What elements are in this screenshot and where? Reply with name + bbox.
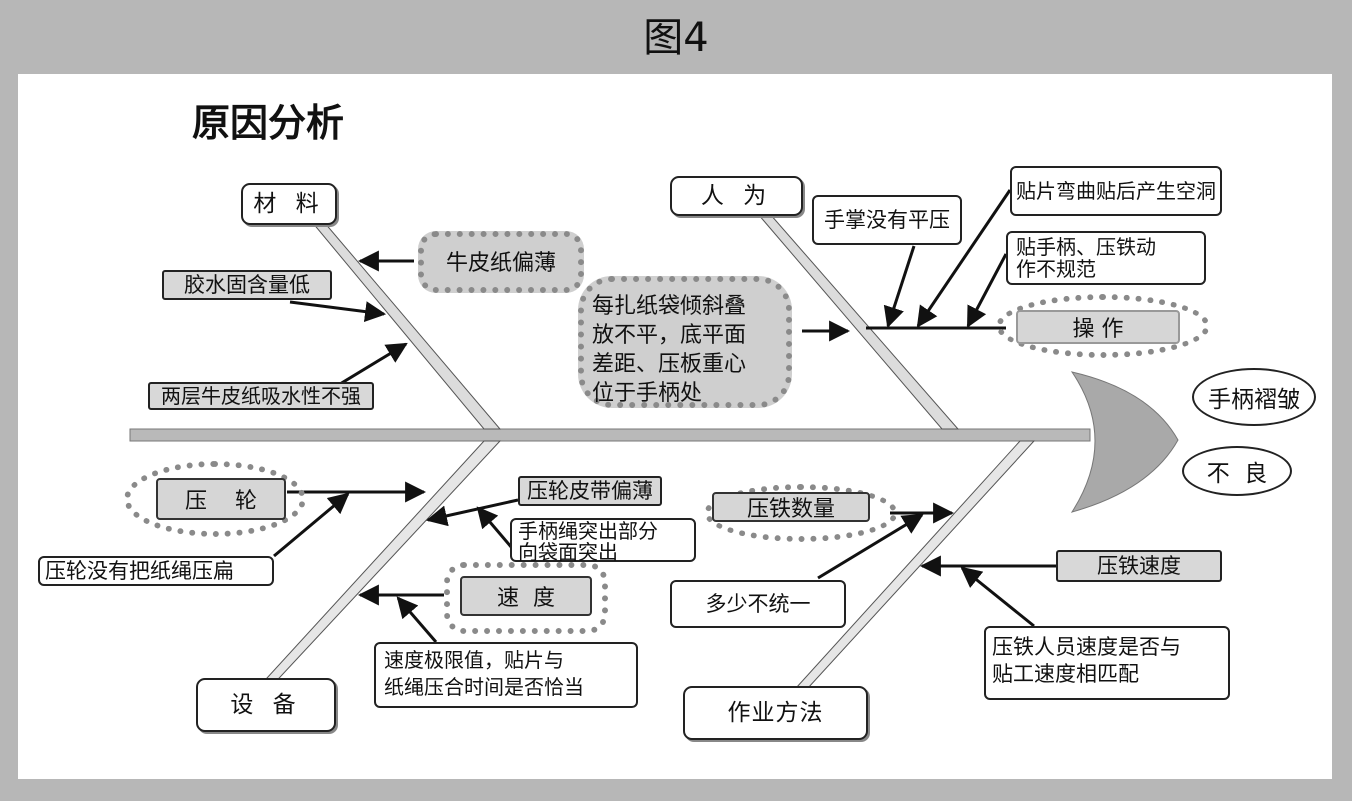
cause-speed-limit: 速度极限值，贴片与 纸绳压合时间是否恰当 [374,642,638,708]
cause-wheel-no-press: 压轮没有把纸绳压扁 [38,556,274,586]
cause-ring-iron-count [704,484,898,542]
arrow-belt-thin [425,498,519,527]
cause-ring-kraft-thin [418,231,584,293]
cause-iron-count: 压铁数量 [712,492,870,522]
arrow-glue-low [289,300,387,323]
arrow-staff-speed [960,566,1035,628]
cause-belt-thin: 压轮皮带偏薄 [518,476,662,506]
cause-arrows [273,189,1056,643]
arrow-patch-bend [916,189,1012,328]
problem-label-top: 手柄褶皱 [1192,368,1316,426]
category-equipment: 设 备 [196,678,336,732]
cause-speed: 速 度 [460,576,592,616]
cause-press-wheel: 压 轮 [156,478,286,520]
problem-label-bottom: 不 良 [1182,446,1292,496]
cause-ring-speed [444,562,608,634]
arrow-palm [883,245,916,328]
diagram-heading: 原因分析 [192,101,345,145]
cause-ring-press-wheel [124,461,306,537]
category-people: 人 为 [670,176,803,216]
fish-head [1070,371,1179,513]
cause-bag-tilt: 每扎纸袋倾斜叠 放不平，底平面 差距、压板重心 位于手柄处 [578,276,792,408]
arrow-not-uniform [817,513,924,580]
cause-not-uniform: 多少不统一 [670,580,846,628]
cause-kraft-water: 两层牛皮纸吸水性不强 [148,382,374,410]
cause-staff-speed: 压铁人员速度是否与 贴工速度相匹配 [984,626,1230,700]
cause-iron-speed: 压铁速度 [1056,550,1222,582]
arrow-speed-limit [396,596,438,643]
cause-operation: 操 作 [1016,310,1180,344]
cause-handle-action: 贴手柄、压铁动 作不规范 [1006,231,1206,285]
arrow-kraft-water [339,342,408,386]
spine [129,428,1091,442]
cause-ring-operation [996,294,1210,358]
arrow-rope-protrude [476,506,514,549]
cause-patch-bend: 贴片弯曲贴后产生空洞 [1010,166,1222,216]
arrow-wheel-no-press [273,492,350,558]
category-materials: 材 料 [241,183,337,225]
arrow-handle-action [966,253,1008,328]
category-method: 作业方法 [683,686,868,740]
cause-kraft-thin: 牛皮纸偏薄 [445,251,556,276]
cause-rope-protrude: 手柄绳突出部分 向袋面突出 [510,518,696,563]
figure-title: 图4 [643,15,709,61]
cause-glue-low: 胶水固含量低 [162,270,332,300]
cause-palm: 手掌没有平压 [812,195,962,245]
